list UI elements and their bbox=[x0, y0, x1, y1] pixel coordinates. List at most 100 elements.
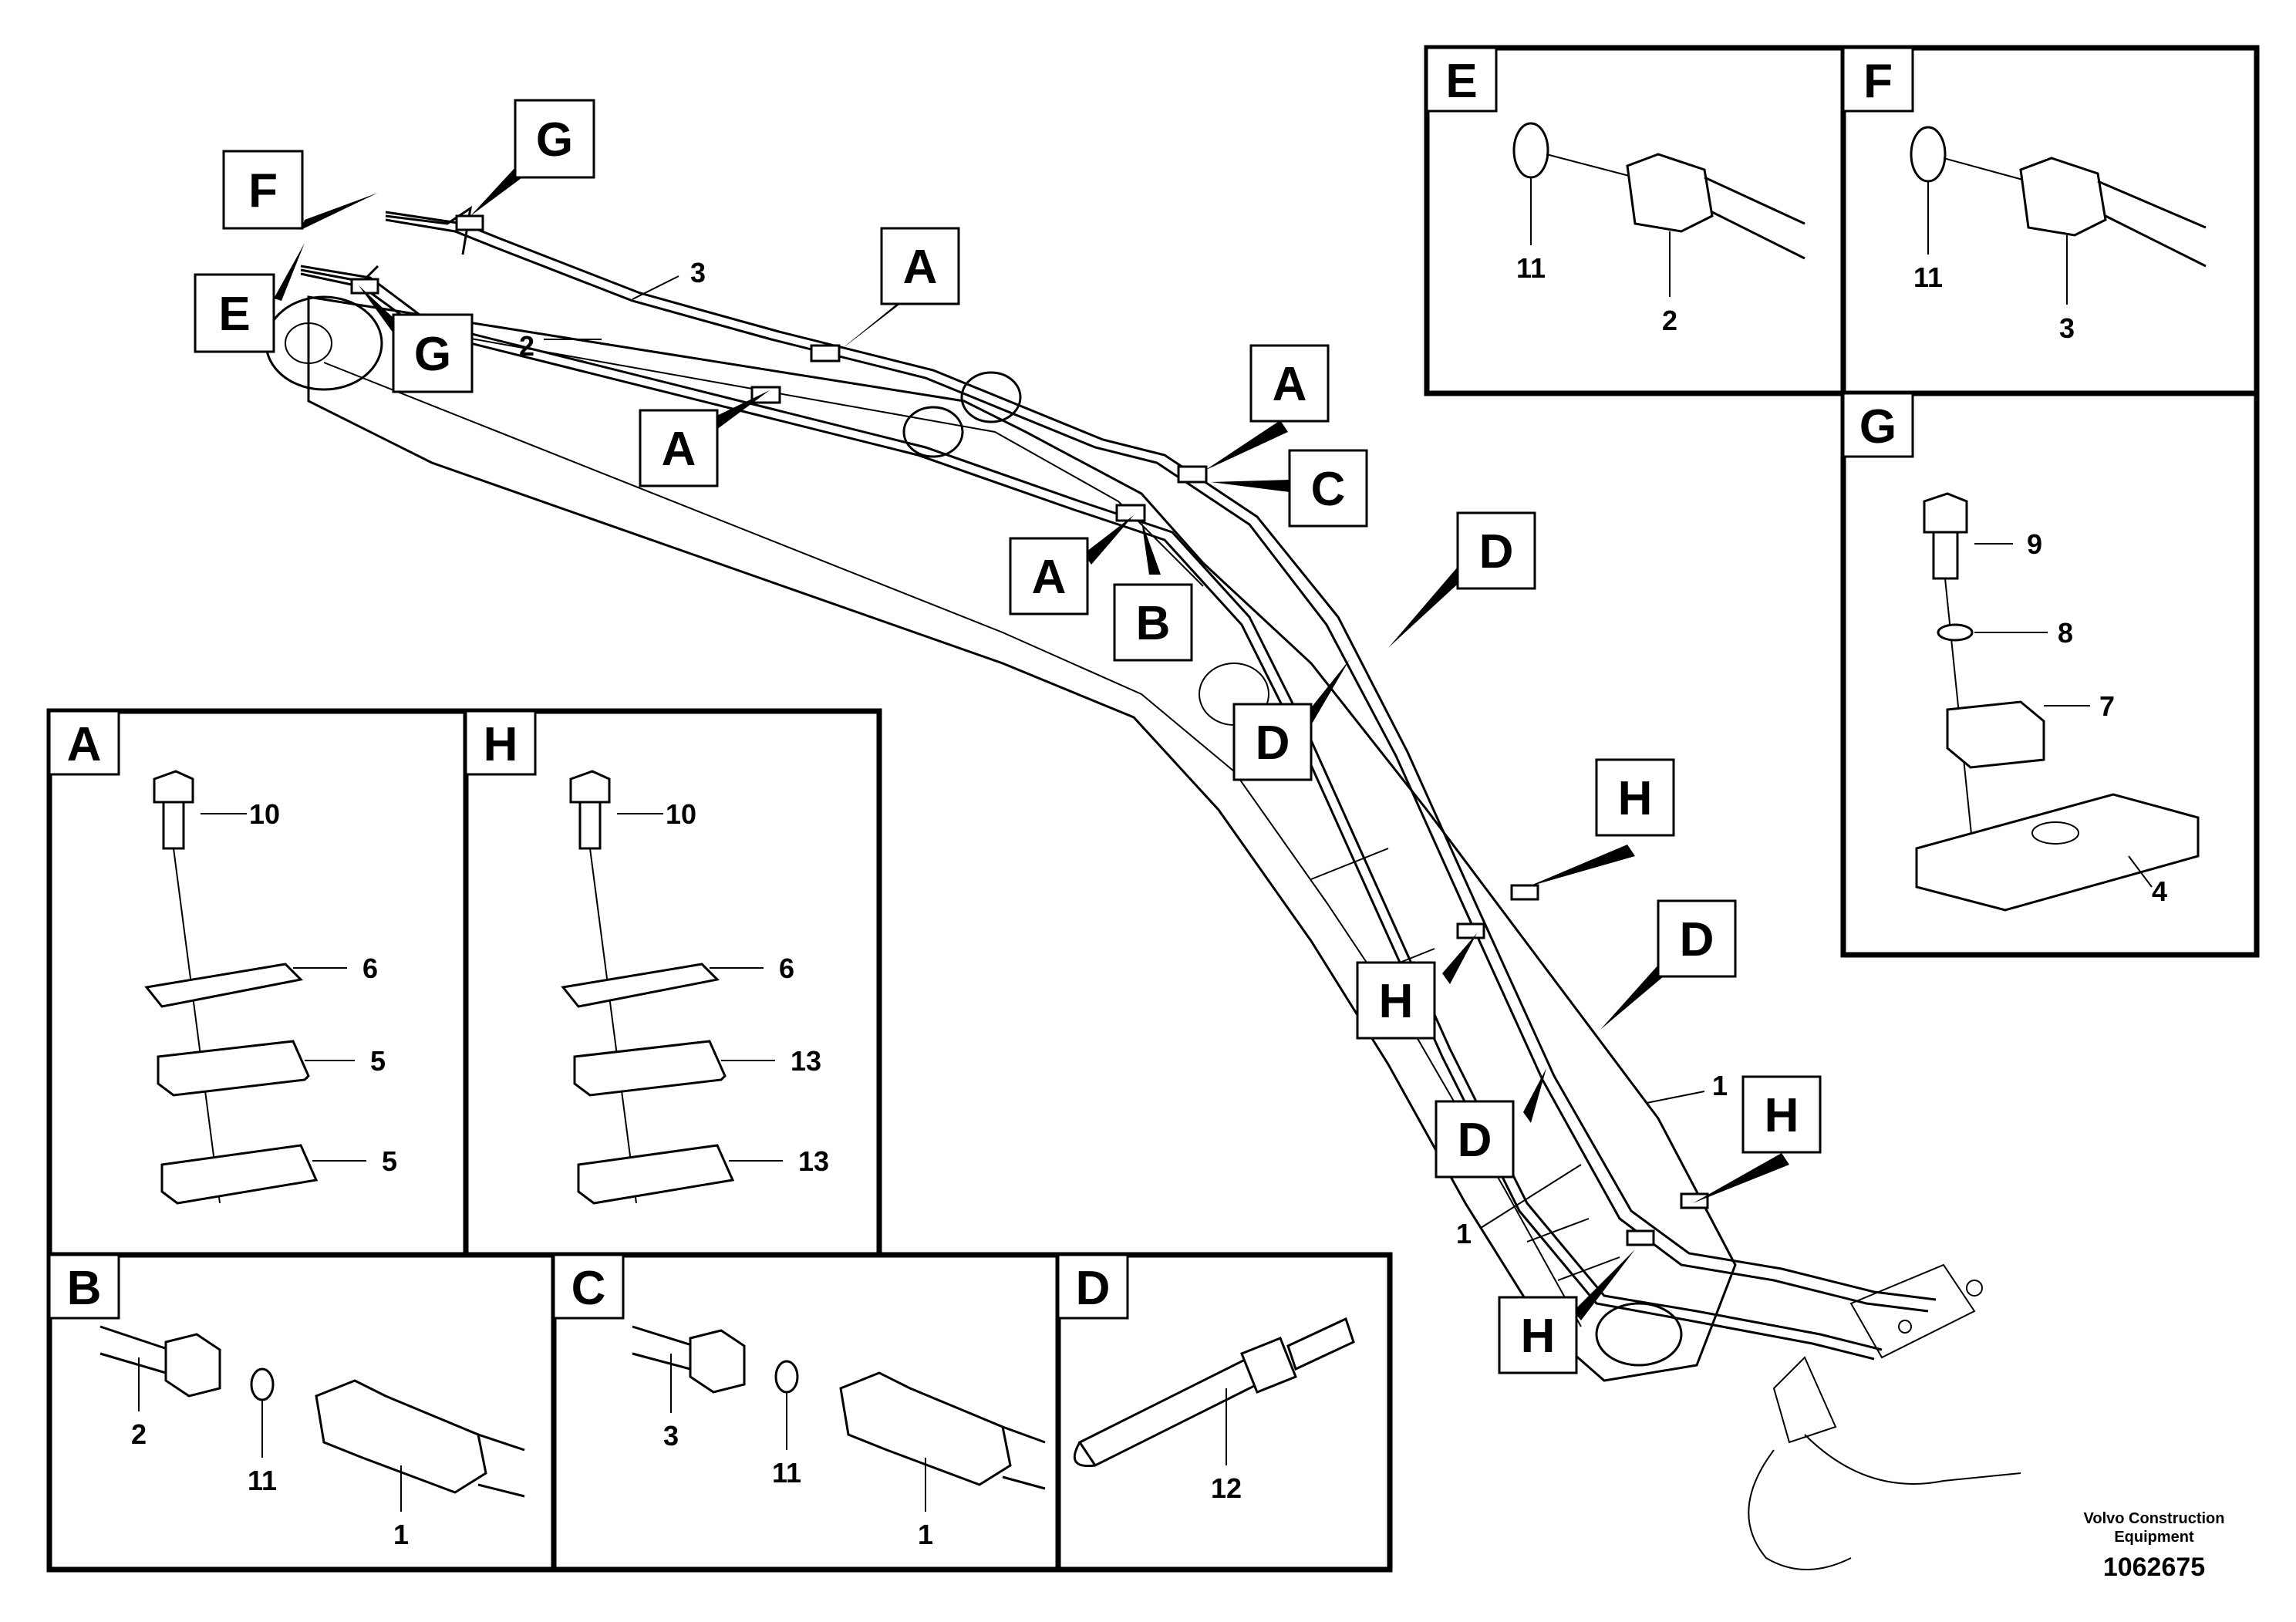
callout-g-top[interactable]: G bbox=[514, 99, 595, 179]
clamp-a3 bbox=[1177, 465, 1208, 484]
svg-text:2: 2 bbox=[131, 1418, 147, 1450]
fitting-part bbox=[2019, 157, 2107, 237]
svg-text:5: 5 bbox=[370, 1045, 386, 1077]
callout-f[interactable]: F bbox=[222, 150, 304, 230]
detail-panel-g: G 9 8 7 4 bbox=[1840, 390, 2260, 958]
svg-text:11: 11 bbox=[248, 1465, 277, 1496]
svg-text:H: H bbox=[1618, 772, 1653, 825]
washer-part bbox=[1937, 623, 1974, 642]
callout-d-2[interactable]: D bbox=[1232, 703, 1313, 781]
svg-text:H: H bbox=[1765, 1089, 1799, 1142]
svg-text:H: H bbox=[1379, 975, 1414, 1028]
callout-c[interactable]: C bbox=[1288, 449, 1368, 528]
boom-clamps bbox=[350, 214, 1709, 1246]
svg-text:A: A bbox=[67, 718, 102, 771]
svg-text:12: 12 bbox=[1211, 1472, 1242, 1504]
fitting-part bbox=[164, 1333, 221, 1398]
svg-text:D: D bbox=[1256, 717, 1290, 770]
clamp-h2 bbox=[1456, 922, 1485, 939]
brand-line-1: Volvo Construction bbox=[2084, 1510, 2225, 1527]
callout-a-1[interactable]: A bbox=[880, 227, 960, 305]
svg-text:D: D bbox=[1680, 913, 1714, 966]
pipe-lines bbox=[300, 205, 2021, 1570]
svg-text:D: D bbox=[1458, 1114, 1492, 1167]
svg-text:10: 10 bbox=[666, 798, 696, 830]
callout-h-2[interactable]: H bbox=[1356, 961, 1436, 1040]
label-hose-1a: 1 bbox=[1712, 1070, 1728, 1101]
svg-text:13: 13 bbox=[798, 1145, 829, 1177]
svg-text:5: 5 bbox=[382, 1145, 397, 1177]
callout-d-3[interactable]: D bbox=[1657, 899, 1737, 978]
callout-h-1[interactable]: H bbox=[1595, 758, 1675, 837]
callout-a-3[interactable]: A bbox=[1249, 344, 1330, 423]
cable-tie-head-part bbox=[1240, 1337, 1297, 1394]
svg-text:1: 1 bbox=[393, 1519, 409, 1550]
svg-text:2: 2 bbox=[1662, 305, 1677, 336]
clamp-h3 bbox=[1680, 1192, 1709, 1209]
clamp-h1 bbox=[1510, 884, 1539, 901]
clamp-plate-part bbox=[561, 963, 720, 1008]
svg-text:3: 3 bbox=[663, 1420, 679, 1452]
callout-d-4[interactable]: D bbox=[1435, 1100, 1515, 1179]
svg-text:D: D bbox=[1076, 1262, 1111, 1315]
clamp-g2 bbox=[350, 278, 379, 295]
svg-text:B: B bbox=[1136, 597, 1171, 650]
clamp-g1 bbox=[455, 214, 484, 231]
svg-text:3: 3 bbox=[2059, 312, 2075, 344]
svg-text:F: F bbox=[248, 164, 278, 218]
clamp-half-part bbox=[157, 1040, 310, 1097]
hose-end-part bbox=[839, 1371, 1012, 1486]
svg-text:E: E bbox=[218, 288, 250, 341]
detail-panel-e: E 11 2 bbox=[1424, 45, 1846, 396]
clamp-a1 bbox=[810, 344, 841, 363]
svg-text:11: 11 bbox=[772, 1457, 801, 1489]
svg-text:G: G bbox=[536, 113, 573, 167]
clamp-a4 bbox=[1115, 504, 1146, 522]
detail-panel-c: C 3 11 1 bbox=[551, 1252, 1061, 1573]
svg-text:8: 8 bbox=[2058, 617, 2073, 649]
clamp-half-part bbox=[573, 1040, 727, 1097]
svg-text:C: C bbox=[571, 1262, 606, 1315]
svg-text:H: H bbox=[484, 718, 518, 771]
callout-g-bottom[interactable]: G bbox=[392, 313, 474, 393]
svg-text:9: 9 bbox=[2027, 528, 2042, 560]
svg-text:B: B bbox=[67, 1262, 102, 1315]
clamp-half-part bbox=[577, 1144, 735, 1205]
detail-panel-b: B 2 11 1 bbox=[46, 1252, 557, 1573]
svg-text:D: D bbox=[1479, 525, 1514, 578]
svg-text:E: E bbox=[1445, 55, 1477, 108]
svg-text:A: A bbox=[1032, 551, 1067, 604]
brand-line-2: Equipment bbox=[2114, 1529, 2194, 1546]
cable-tie-tail-part bbox=[1286, 1317, 1355, 1371]
svg-text:6: 6 bbox=[779, 953, 794, 984]
detail-panel-f: F 11 3 bbox=[1840, 45, 2260, 396]
svg-text:11: 11 bbox=[1516, 252, 1546, 284]
svg-text:11: 11 bbox=[1913, 261, 1943, 293]
bolt-shank-part bbox=[1932, 531, 1959, 580]
label-pipe-3: 3 bbox=[690, 257, 706, 288]
svg-text:G: G bbox=[1859, 400, 1896, 454]
fitting-part bbox=[689, 1329, 746, 1394]
svg-text:4: 4 bbox=[2152, 875, 2167, 907]
svg-text:13: 13 bbox=[791, 1045, 821, 1077]
main-item-numbers: 3 2 1 1 bbox=[519, 257, 1728, 1249]
detail-panel-h: H 10 6 13 13 bbox=[463, 708, 882, 1258]
svg-text:A: A bbox=[662, 423, 696, 476]
svg-text:F: F bbox=[1863, 55, 1893, 108]
callout-a-2[interactable]: A bbox=[639, 409, 719, 487]
callout-a-4[interactable]: A bbox=[1009, 537, 1089, 615]
part-number: 1062675 bbox=[2103, 1553, 2205, 1582]
svg-text:H: H bbox=[1521, 1310, 1556, 1363]
weld-plate-part bbox=[1915, 793, 2200, 912]
callout-d-1[interactable]: D bbox=[1456, 511, 1536, 590]
callout-h-4[interactable]: H bbox=[1498, 1296, 1578, 1374]
callout-h-3[interactable]: H bbox=[1741, 1075, 1822, 1154]
callout-e[interactable]: E bbox=[194, 273, 275, 353]
callout-b[interactable]: B bbox=[1113, 583, 1193, 662]
clamp-half-part bbox=[1946, 700, 2045, 769]
svg-text:10: 10 bbox=[249, 798, 280, 830]
clamp-half-part bbox=[160, 1144, 319, 1205]
svg-text:G: G bbox=[414, 328, 451, 381]
detail-panel-a: A 10 6 5 5 bbox=[46, 708, 469, 1258]
